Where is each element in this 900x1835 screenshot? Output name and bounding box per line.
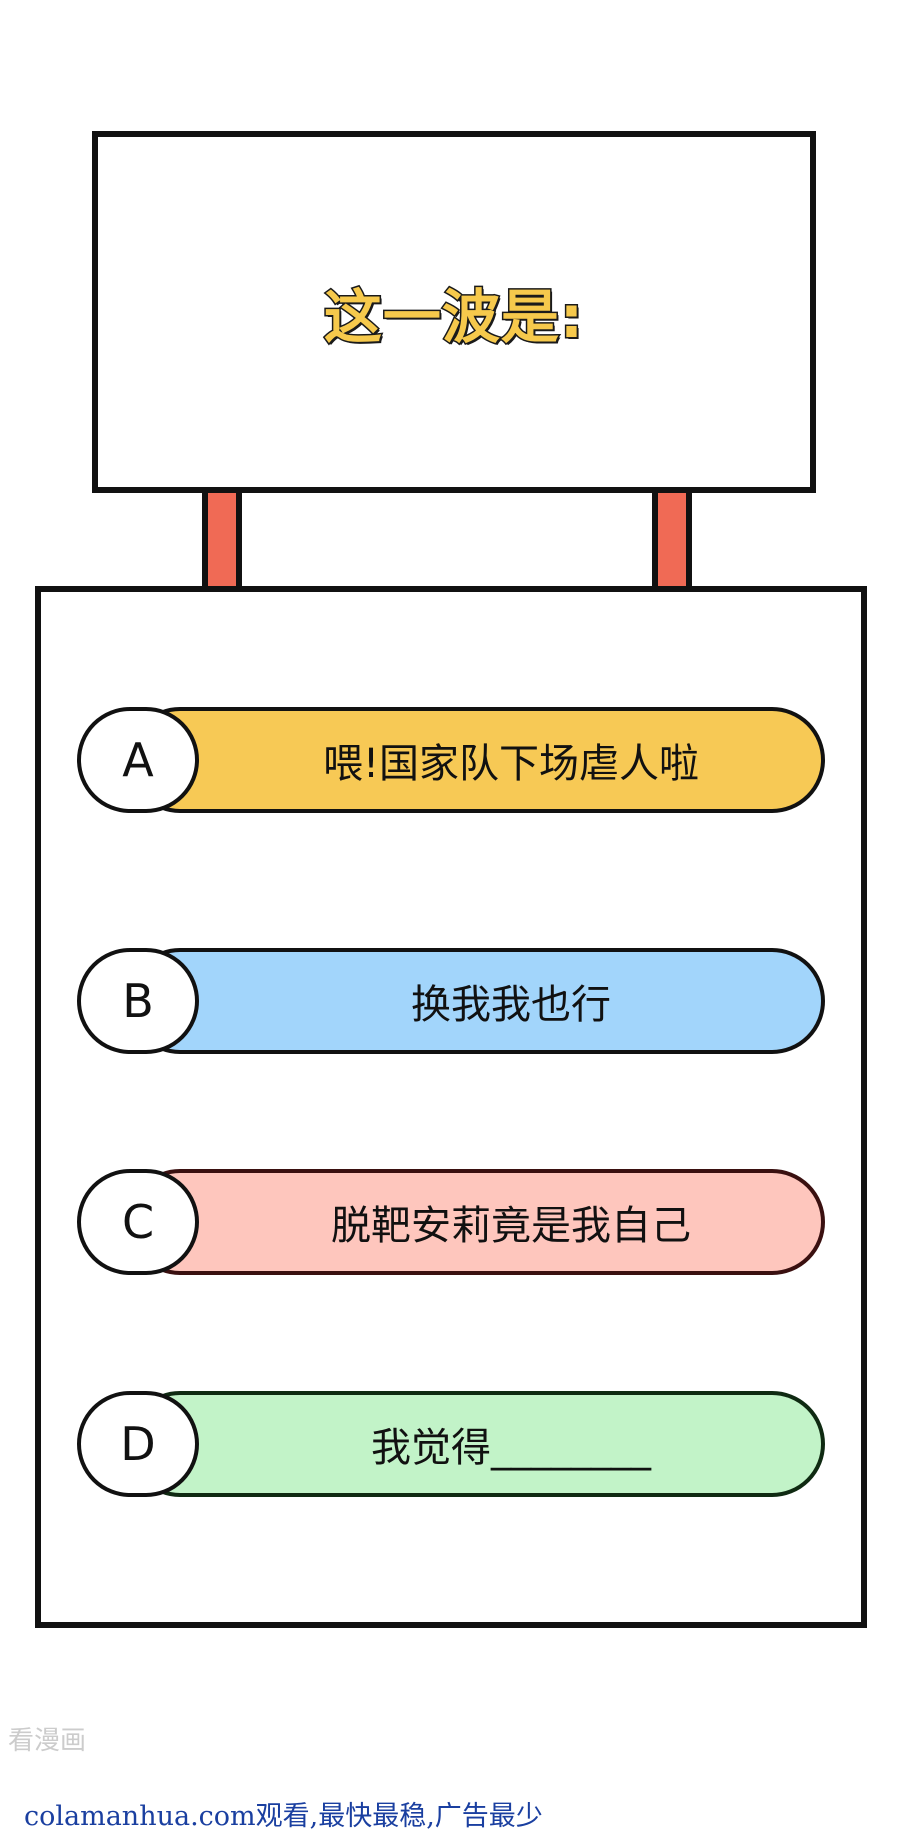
option-c-text: 脱靶安莉竟是我自己 [331,1203,691,1249]
option-d-badge: D [77,1391,199,1497]
sign-post-left [202,493,242,588]
option-c[interactable]: 脱靶安莉竟是我自己 C [77,1169,827,1275]
option-a[interactable]: 喂!国家队下场虐人啦 A [77,707,827,813]
option-b-bar[interactable]: 换我我也行 [127,948,825,1054]
question-sign: 这一波是: [92,131,816,493]
watermark-bottom: colamanhua.com观看,最快最稳,广告最少 [24,1801,543,1832]
option-b-badge: B [77,948,199,1054]
question-title: 这一波是: [322,282,585,353]
option-b-letter: B [122,974,154,1028]
option-a-bar[interactable]: 喂!国家队下场虐人啦 [127,707,825,813]
option-d-letter: D [120,1417,156,1471]
option-d-text: 我觉得________ [371,1425,651,1471]
option-c-bar[interactable]: 脱靶安莉竟是我自己 [127,1169,825,1275]
option-d[interactable]: 我觉得________ D [77,1391,827,1497]
option-a-text: 喂!国家队下场虐人啦 [322,741,700,787]
option-b-text: 换我我也行 [411,982,611,1028]
option-a-badge: A [77,707,199,813]
option-b[interactable]: 换我我也行 B [77,948,827,1054]
option-c-badge: C [77,1169,199,1275]
option-c-letter: C [121,1195,155,1249]
option-d-bar[interactable]: 我觉得________ [127,1391,825,1497]
watermark-small: 看漫画 [8,1726,87,1756]
option-a-letter: A [122,733,154,787]
sign-post-right [652,493,692,588]
